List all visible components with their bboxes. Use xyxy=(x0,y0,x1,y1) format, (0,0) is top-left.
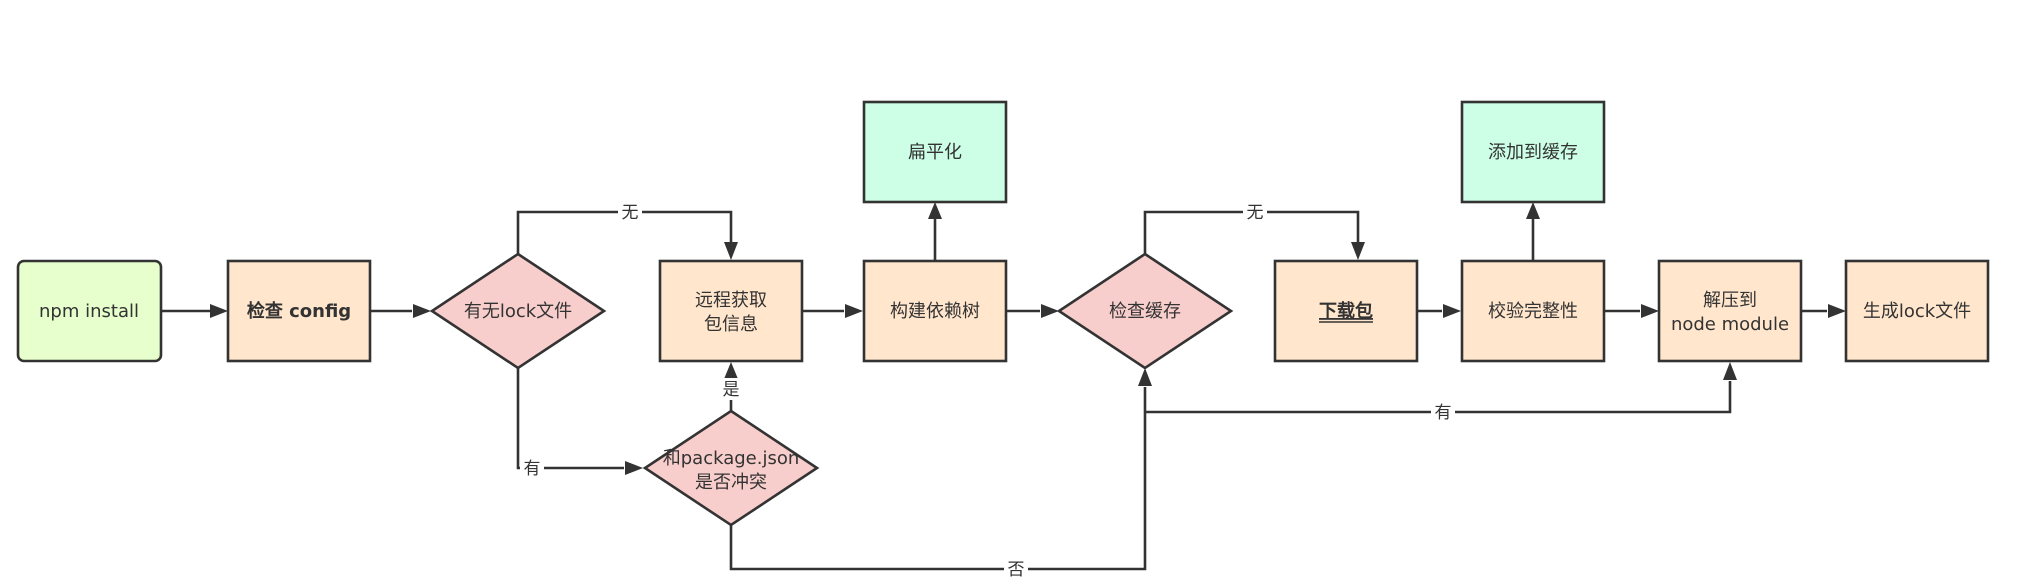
node-label-line2: 包信息 xyxy=(704,314,758,335)
arrowhead xyxy=(1443,304,1461,318)
node-has-lock-decision: 有无lock文件 xyxy=(429,252,607,370)
node-add-cache: 添加到缓存 xyxy=(1460,100,1606,204)
edges xyxy=(162,202,1846,571)
node-gen-lock: 生成lock文件 xyxy=(1844,259,1990,363)
node-remote-fetch: 远程获取 包信息 xyxy=(658,259,804,363)
arrowhead xyxy=(210,304,228,318)
node-extract: 解压到 node module xyxy=(1657,259,1803,363)
edge-label-conflict-yes: 是 xyxy=(723,380,740,400)
node-npm-install: npm install xyxy=(16,259,163,363)
node-verify: 校验完整性 xyxy=(1460,259,1606,363)
arrowhead xyxy=(928,202,942,219)
edge-label-cache-none: 无 xyxy=(1247,203,1264,223)
node-label: 有无lock文件 xyxy=(464,301,572,322)
edge-labels: 无 有 是 否 无 有 xyxy=(520,201,1455,580)
edge-label-conflict-no: 否 xyxy=(1008,560,1025,580)
node-label: 检查缓存 xyxy=(1109,301,1181,322)
arrowhead xyxy=(1828,304,1846,318)
arrowhead xyxy=(1138,368,1152,386)
node-label-line2: 是否冲突 xyxy=(695,472,767,493)
node-check-cache-decision: 检查缓存 xyxy=(1056,252,1234,370)
node-flatten: 扁平化 xyxy=(862,100,1008,204)
edge-label-cache-has: 有 xyxy=(1435,403,1452,423)
node-build-tree: 构建依赖树 xyxy=(862,259,1008,363)
node-label: npm install xyxy=(39,301,139,322)
edge-cache-has xyxy=(1145,381,1732,414)
arrowhead xyxy=(845,304,863,318)
node-label: 添加到缓存 xyxy=(1488,142,1578,163)
node-label: 检查 config xyxy=(247,300,351,322)
arrowhead xyxy=(413,304,431,318)
node-download: 下载包 xyxy=(1273,259,1419,363)
node-label: 生成lock文件 xyxy=(1863,301,1971,322)
node-label: 下载包 xyxy=(1319,300,1373,322)
arrowhead xyxy=(1641,304,1659,318)
nodes: npm install 检查 config 有无lock文件 远程获取 包信息 … xyxy=(16,100,1990,527)
node-label-line1: 解压到 xyxy=(1703,290,1757,311)
node-label-line1: 远程获取 xyxy=(695,290,767,311)
arrowhead xyxy=(724,242,738,260)
arrowhead xyxy=(1041,304,1059,318)
edge-lock-has xyxy=(516,368,624,470)
node-label: 扁平化 xyxy=(908,142,962,163)
node-label: 构建依赖树 xyxy=(890,301,980,322)
edge-conflict-no xyxy=(729,387,1147,571)
edge-label-lock-has: 有 xyxy=(524,459,541,479)
node-label-line2: node module xyxy=(1671,314,1789,335)
arrowhead xyxy=(724,362,738,379)
node-label: 校验完整性 xyxy=(1488,301,1578,322)
node-check-config: 检查 config xyxy=(226,259,372,363)
node-label-line1: 和package.json xyxy=(663,448,800,469)
arrowhead xyxy=(1351,242,1365,260)
arrowhead xyxy=(625,461,643,475)
edge-label-lock-none: 无 xyxy=(622,203,639,223)
arrowhead xyxy=(1723,362,1737,380)
node-conflict-decision: 和package.json 是否冲突 xyxy=(642,409,820,527)
arrowhead xyxy=(1526,202,1540,219)
